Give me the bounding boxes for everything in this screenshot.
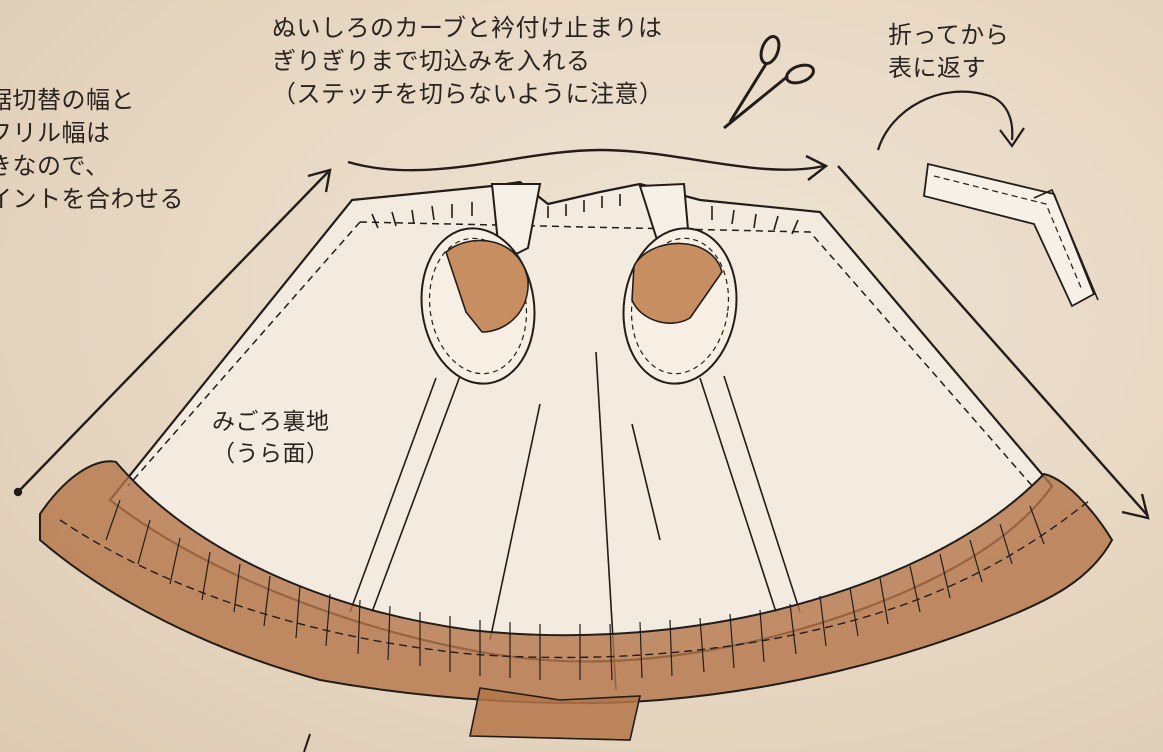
panel-strap-lines	[349, 351, 801, 691]
note-top-line3: （ステッチを切らないように注意）	[272, 80, 664, 108]
top-curve-arrow	[347, 148, 829, 181]
label-lining-line2: （うら面）	[212, 441, 330, 467]
note-top-line1: ぬいしろのカーブと衿付け止まりは	[272, 14, 663, 42]
left-side-arrow	[13, 168, 332, 497]
note-hem-width: 裾切替の幅と フリル幅は きなので、 イントを合わせる	[0, 84, 184, 216]
note-right-line1: 折ってから	[888, 21, 1010, 49]
hem-flap	[469, 687, 642, 741]
note-left-line2: フリル幅は	[0, 119, 111, 147]
ruffle-hem	[39, 460, 1114, 705]
label-bodice-lining: みごろ裏地 （うら面）	[212, 406, 330, 470]
fold-arrow-icon	[876, 90, 1025, 151]
note-clip-seam: ぬいしろのカーブと衿付け止まりは ぎりぎりまで切込みを入れる （ステッチを切らな…	[272, 12, 664, 111]
label-lining-line1: みごろ裏地	[212, 409, 330, 435]
right-side-arrow	[837, 165, 1150, 520]
pointer-line	[303, 733, 311, 752]
note-top-line2: ぎりぎりまで切込みを入れる	[272, 47, 591, 75]
folded-fabric-illustration	[923, 162, 1099, 308]
right-armhole	[622, 227, 738, 385]
left-armhole	[420, 227, 536, 385]
note-fold-turn: 折ってから 表に返す	[888, 0, 1009, 85]
note-left-line4: イントを合わせる	[0, 185, 184, 213]
ruffle-gather-line	[59, 499, 1091, 659]
ruffle-pleats	[105, 499, 1045, 681]
scissors-icon	[723, 35, 815, 130]
neckline-clips	[371, 194, 799, 235]
note-right-line2: 表に返す	[888, 54, 986, 82]
note-left-line3: きなので、	[0, 152, 110, 180]
note-left-line1: 裾切替の幅と	[0, 86, 135, 114]
